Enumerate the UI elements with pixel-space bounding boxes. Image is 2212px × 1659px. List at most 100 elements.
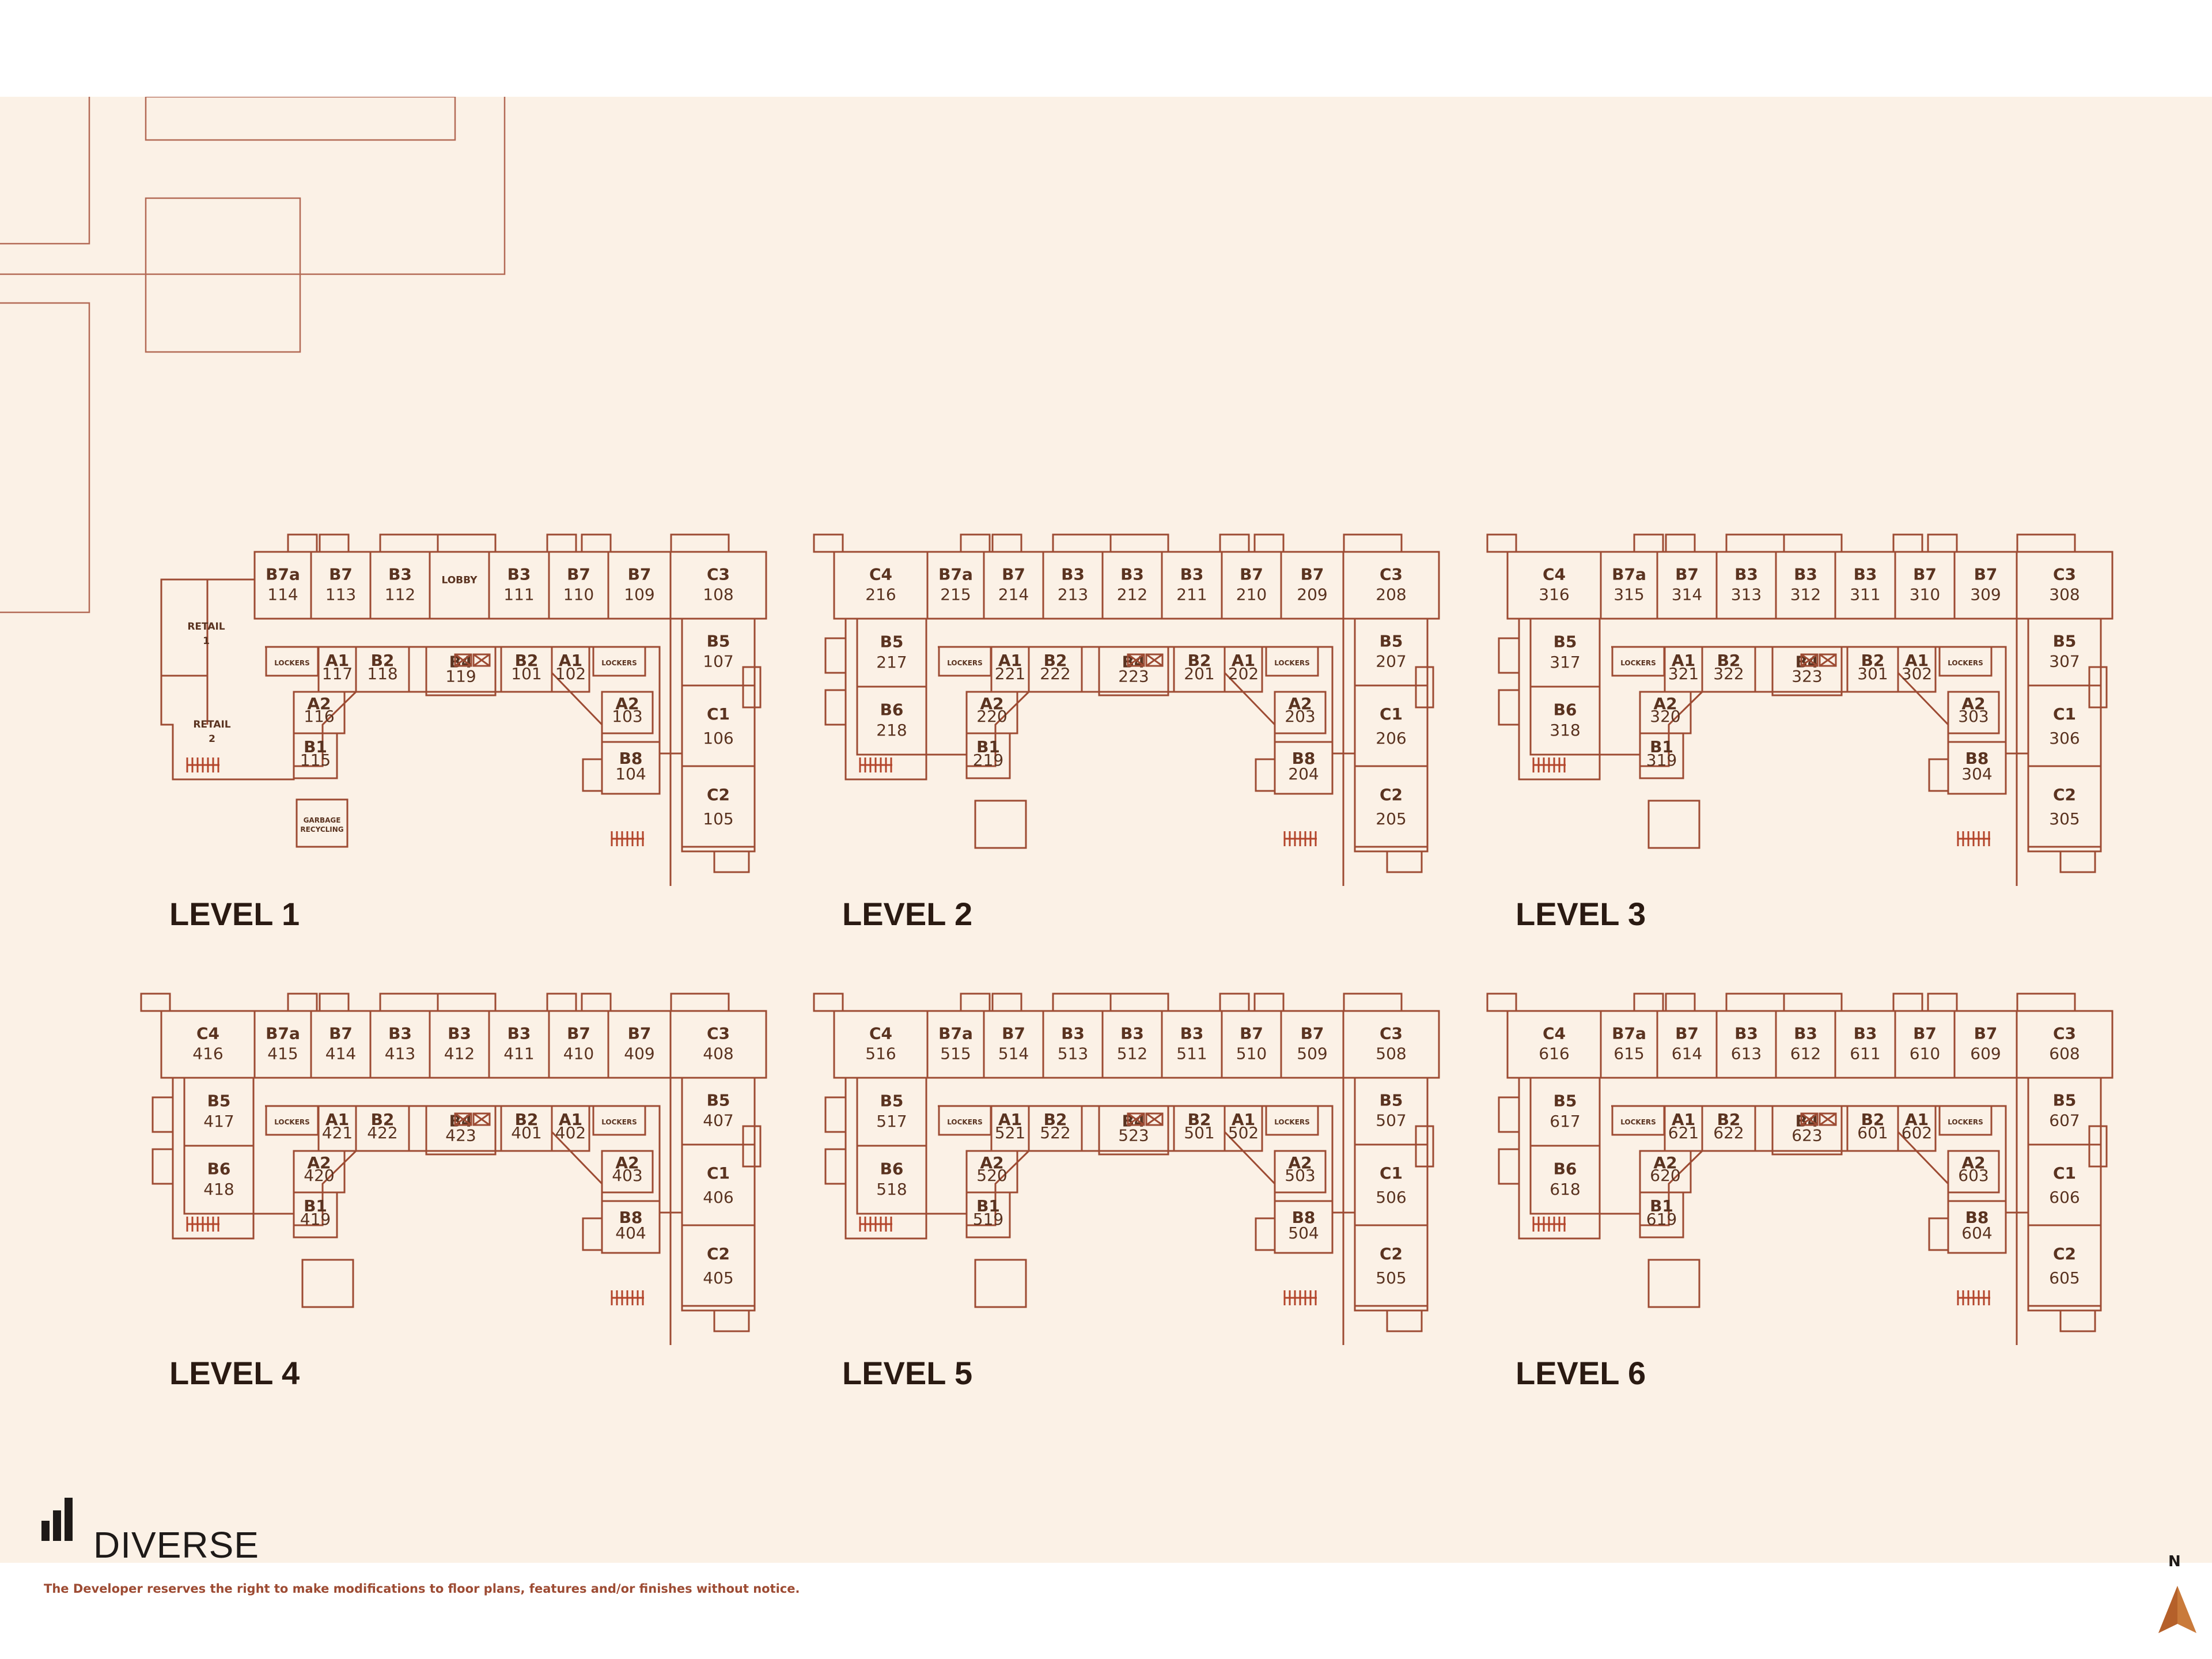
unit-number-label: 522	[1040, 1123, 1070, 1142]
unit-type-label: B3	[448, 1024, 471, 1043]
balcony-2	[1665, 533, 1696, 553]
unit-number-label: 304	[1961, 764, 1992, 783]
balcony-3	[1725, 533, 1785, 553]
unit-number-label: 309	[1970, 585, 2001, 604]
unit-p-outline	[551, 646, 590, 693]
unit-type-label: B7	[329, 565, 353, 584]
unit-type-label: B1	[976, 737, 1000, 756]
unit-number-label: 114	[267, 585, 298, 604]
unit-k-outline	[2027, 765, 2102, 848]
balcony-2	[991, 993, 1022, 1012]
unit-number-label: 318	[1550, 721, 1580, 740]
unit-type-label: C3	[2053, 1024, 2076, 1043]
elevator-0	[454, 653, 472, 667]
unit-type-label: B3	[1180, 1024, 1204, 1043]
unit-number-label: 520	[976, 1166, 1007, 1185]
unit-type-label: B1	[1650, 737, 1673, 756]
unit-type-label: B3	[1061, 565, 1085, 584]
unit-number-label: 515	[940, 1044, 971, 1063]
unit-number-label: 402	[555, 1123, 586, 1142]
unit-number-label: 606	[2049, 1188, 2080, 1207]
unit-type-label: C4	[196, 1024, 219, 1043]
unit-type-label: B3	[507, 565, 531, 584]
side-bump	[582, 1217, 603, 1251]
unit-type-label: B7	[1974, 565, 1998, 584]
diverse-logo-icon	[41, 1498, 73, 1541]
balcony-2	[1665, 993, 1696, 1012]
stair-icon	[1957, 831, 1990, 846]
level-title: LEVEL 2	[842, 896, 972, 932]
unit-number-label: 312	[1790, 585, 1821, 604]
unit-number-label: 210	[1236, 585, 1267, 604]
unit-number-label: 314	[1672, 585, 1702, 604]
side-bump	[742, 1125, 762, 1168]
unit-number-label: 110	[563, 585, 594, 604]
unit-type-label: B5	[1554, 1092, 1577, 1111]
lockers-label: LOCKERS	[947, 659, 983, 667]
unit-type-label: B2	[1717, 1110, 1741, 1129]
side-bump	[1498, 1096, 1520, 1133]
unit-number-label: 406	[703, 1188, 733, 1207]
side-bump	[824, 689, 847, 726]
unit-number-label: 509	[1297, 1044, 1327, 1063]
balcony-0	[813, 993, 844, 1012]
unit-type-label: A1	[325, 1110, 349, 1129]
side-bump	[1386, 1309, 1423, 1332]
unit-number-label: 321	[1668, 664, 1699, 683]
side-bump	[1498, 689, 1520, 726]
balcony-3	[379, 993, 439, 1012]
unit-type-label: B2	[1044, 651, 1067, 670]
unit-number-label: 107	[703, 652, 733, 671]
unit-number-label: 421	[322, 1123, 353, 1142]
unit-number-label: 213	[1058, 585, 1088, 604]
unit-type-label: B7a	[266, 1024, 300, 1043]
unit-type-label: C2	[707, 1244, 730, 1263]
balcony-4	[1109, 993, 1169, 1012]
unit-type-label: B2	[515, 1110, 539, 1129]
level-title: LEVEL 1	[169, 896, 300, 932]
unit-number-label: 523	[1118, 1126, 1149, 1145]
unit-number-label: 313	[1731, 585, 1762, 604]
balcony-4	[1783, 533, 1843, 553]
unit-type-label: B8	[619, 749, 643, 768]
courtyard-pad	[1647, 1259, 1700, 1308]
balcony-2	[319, 993, 350, 1012]
unit-type-label: B5	[880, 632, 904, 652]
unit-number-label: 410	[563, 1044, 594, 1063]
unit-number-label: 518	[876, 1180, 907, 1199]
floor-plan-level-3: B7a315B7314B3313B3312B3311B7310B7309C330…	[1486, 533, 2113, 932]
elevator-cross	[1819, 1112, 1836, 1126]
unit-k-outline	[2027, 1224, 2102, 1307]
unit-type-label: C4	[1543, 565, 1566, 584]
side-bump	[2088, 1125, 2108, 1168]
balcony-5	[1892, 533, 1923, 553]
balcony-6	[581, 993, 612, 1012]
unit-p-outline	[551, 1105, 590, 1152]
unit-s-outline	[965, 1191, 1011, 1238]
unit-type-label: B8	[619, 1208, 643, 1227]
unit-number-label: 221	[995, 664, 1025, 683]
unit-type-label: A1	[998, 651, 1022, 670]
unit-number-label: 218	[876, 721, 907, 740]
balcony-1	[287, 993, 318, 1012]
unit-n-outline	[1098, 1105, 1169, 1156]
unit-type-label: A1	[559, 1110, 582, 1129]
unit-type-label: B7	[567, 1024, 590, 1043]
unit-number-label: 503	[1285, 1166, 1315, 1185]
unit-number-label: 516	[865, 1044, 896, 1063]
unit-s-outline	[293, 732, 338, 779]
unit-type-label: B5	[1380, 1091, 1403, 1110]
unit-type-label: B1	[976, 1196, 1000, 1215]
garbage-room	[296, 798, 349, 848]
unit-number-label: 205	[1376, 809, 1406, 828]
side-bump	[1498, 637, 1520, 674]
unit-number-label: 106	[703, 729, 733, 748]
unit-type-label: C3	[1380, 1024, 1403, 1043]
stair-icon	[1532, 1217, 1566, 1232]
unit-number-label: 615	[1613, 1044, 1644, 1063]
unit-r-outline	[601, 1150, 654, 1194]
unit-v-outline	[856, 1145, 927, 1215]
unit-number-label: 423	[445, 1126, 476, 1145]
unit-type-label: B8	[1292, 1208, 1316, 1227]
